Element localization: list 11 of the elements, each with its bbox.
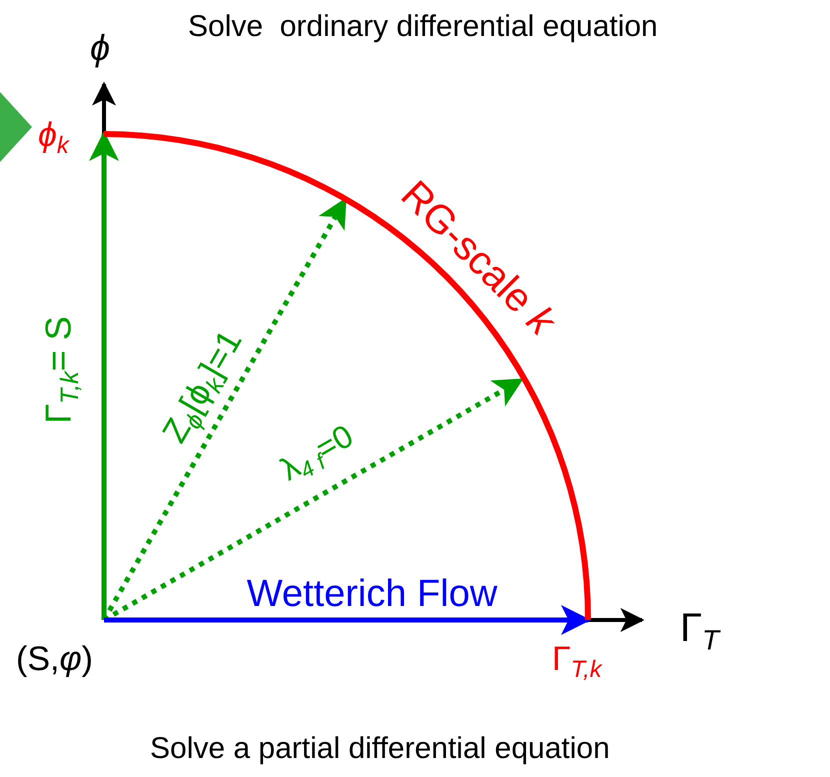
arrow [89,131,119,620]
note-text: Solve a partial differential equation [150,734,610,764]
axis-label: Γ$_{T}$ [680,608,720,654]
point-label: (S,φ) [16,620,120,682]
point-label: ϕ$_{k}$ [38,112,104,160]
point-label: Γ$_{T,k}$ [548,620,632,688]
axis-label: ϕ [90,30,110,66]
arrow [104,605,591,635]
note-text: Solve ordinary differential equation [188,12,658,42]
edge-label: Wetterich Flow [246,575,498,613]
arc-line [104,131,591,620]
